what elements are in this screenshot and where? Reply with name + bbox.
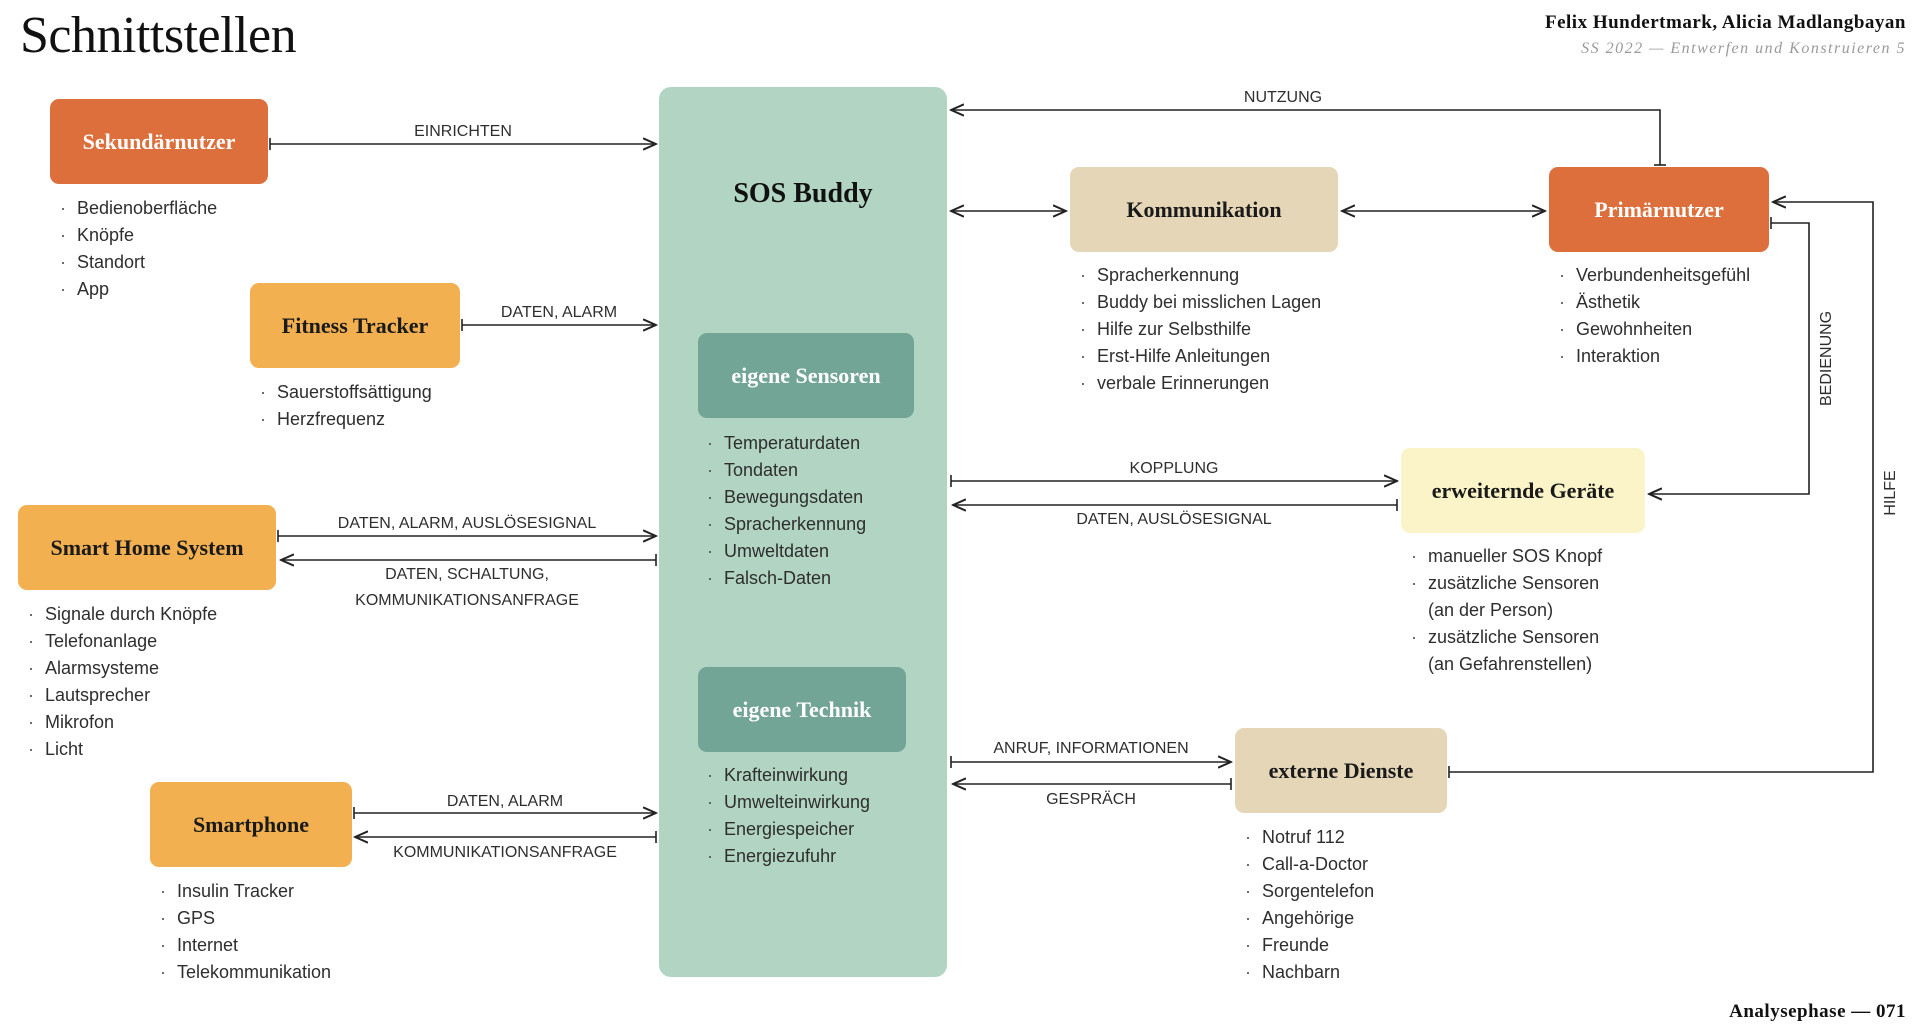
label-smarthome-in-2: KOMMUNIKATIONSANFRAGE <box>355 592 579 609</box>
list-item: Buddy bei misslichen Lagen <box>1080 289 1321 316</box>
list-item: Hilfe zur Selbsthilfe <box>1080 316 1321 343</box>
list-item: Insulin Tracker <box>160 878 331 905</box>
list-item: Knöpfe <box>60 222 217 249</box>
list-item: Angehörige <box>1245 905 1374 932</box>
list-item: zusätzliche Sensoren <box>1411 570 1602 597</box>
list-item: Herzfrequenz <box>260 406 432 433</box>
list-item: Falsch-Daten <box>707 565 866 592</box>
list-item: Nachbarn <box>1245 959 1374 986</box>
label-bedienung: BEDIENUNG <box>1818 310 1835 406</box>
smartphone-box: Smartphone <box>150 782 352 867</box>
list-item: Licht <box>28 736 217 763</box>
list-item: Telekommunikation <box>160 959 331 986</box>
sekundaernutzer-list: Bedienoberfläche Knöpfe Standort App <box>60 195 217 303</box>
smart-home-box: Smart Home System <box>18 505 276 590</box>
list-item: Energiezufuhr <box>707 843 870 870</box>
list-item: Interaktion <box>1559 343 1750 370</box>
list-item: Energiespeicher <box>707 816 870 843</box>
list-item: Verbundenheitsgefühl <box>1559 262 1750 289</box>
fitness-tracker-title: Fitness Tracker <box>281 312 429 338</box>
list-item: manueller SOS Knopf <box>1411 543 1602 570</box>
externe-dienste-title: externe Dienste <box>1268 757 1414 783</box>
list-item: Ästhetik <box>1559 289 1750 316</box>
sekundaernutzer-title: Sekundärnutzer <box>82 128 236 154</box>
eigene-technik-title: eigene Technik <box>732 696 872 722</box>
list-item: verbale Erinnerungen <box>1080 370 1321 397</box>
primaernutzer-title: Primärnutzer <box>1594 196 1724 222</box>
eigene-technik-box: eigene Technik <box>698 667 906 752</box>
fitness-tracker-box: Fitness Tracker <box>250 283 460 368</box>
kommunikation-box: Kommunikation <box>1070 167 1338 252</box>
list-item: Spracherkennung <box>1080 262 1321 289</box>
label-fitness-daten: DATEN, ALARM <box>500 304 618 321</box>
list-item: Umweltdaten <box>707 538 866 565</box>
externe-dienste-list: Notruf 112 Call-a-Doctor Sorgentelefon A… <box>1245 824 1374 986</box>
list-item: Standort <box>60 249 217 276</box>
smart-home-title: Smart Home System <box>50 534 244 560</box>
erweiternde-geraete-list: manueller SOS Knopf zusätzliche Sensoren… <box>1411 543 1602 678</box>
edge-nutzung <box>951 110 1661 165</box>
label-smarthome-out: DATEN, ALARM, AUSLÖSESIGNAL <box>337 515 597 532</box>
kommunikation-title: Kommunikation <box>1126 196 1282 222</box>
list-item: Call-a-Doctor <box>1245 851 1374 878</box>
label-anruf: ANRUF, INFORMATIONEN <box>993 740 1189 757</box>
course-info: SS 2022 — Entwerfen und Konstruieren 5 <box>1581 40 1906 57</box>
sekundaernutzer-box: Sekundärnutzer <box>50 99 268 184</box>
sos-buddy-title: SOS Buddy <box>733 178 873 209</box>
erweiternde-geraete-box: erweiternde Geräte <box>1401 448 1645 533</box>
edge-bedienung <box>1649 222 1810 494</box>
list-item: zusätzliche Sensoren <box>1411 624 1602 651</box>
erweiternde-geraete-title: erweiternde Geräte <box>1431 477 1615 503</box>
eigene-sensoren-box: eigene Sensoren <box>698 333 914 418</box>
label-gespraech: GESPRÄCH <box>1046 791 1136 808</box>
eigene-technik-list: Krafteinwirkung Umwelteinwirkung Energie… <box>707 762 870 870</box>
list-item: Umwelteinwirkung <box>707 789 870 816</box>
list-item: Internet <box>160 932 331 959</box>
authors: Felix Hundertmark, Alicia Madlangbayan <box>1544 12 1906 33</box>
kommunikation-list: Spracherkennung Buddy bei misslichen Lag… <box>1080 262 1321 397</box>
eigene-sensoren-title: eigene Sensoren <box>731 362 881 388</box>
page-footer: Analysephase — 071 <box>1729 1001 1906 1022</box>
list-item: Sorgentelefon <box>1245 878 1374 905</box>
list-item: Sauerstoffsättigung <box>260 379 432 406</box>
label-smartphone-in: KOMMUNIKATIONSANFRAGE <box>393 844 617 861</box>
label-einrichten: EINRICHTEN <box>414 123 512 140</box>
fitness-tracker-list: Sauerstoffsättigung Herzfrequenz <box>260 379 432 433</box>
list-item: GPS <box>160 905 331 932</box>
list-item: Alarmsysteme <box>28 655 217 682</box>
list-item: Freunde <box>1245 932 1374 959</box>
list-item: Spracherkennung <box>707 511 866 538</box>
list-item: Krafteinwirkung <box>707 762 870 789</box>
smart-home-list: Signale durch Knöpfe Telefonanlage Alarm… <box>28 601 217 763</box>
label-smartphone-out: DATEN, ALARM <box>446 793 564 810</box>
list-item: Bedienoberfläche <box>60 195 217 222</box>
label-geraete-in: DATEN, AUSLÖSESIGNAL <box>1076 511 1272 528</box>
list-item: Tondaten <box>707 457 866 484</box>
list-item: Notruf 112 <box>1245 824 1374 851</box>
list-item: (an Gefahrenstellen) <box>1428 654 1593 674</box>
smartphone-list: Insulin Tracker GPS Internet Telekommuni… <box>160 878 331 986</box>
smartphone-title: Smartphone <box>192 811 310 837</box>
label-nutzung: NUTZUNG <box>1243 89 1323 106</box>
list-item: Erst-Hilfe Anleitungen <box>1080 343 1321 370</box>
externe-dienste-box: externe Dienste <box>1235 728 1447 813</box>
primaernutzer-list: Verbundenheitsgefühl Ästhetik Gewohnheit… <box>1559 262 1750 370</box>
list-item: Telefonanlage <box>28 628 217 655</box>
primaernutzer-box: Primärnutzer <box>1549 167 1769 252</box>
list-item: Bewegungsdaten <box>707 484 866 511</box>
list-item: Lautsprecher <box>28 682 217 709</box>
label-kopplung: KOPPLUNG <box>1129 460 1219 477</box>
list-item: Gewohnheiten <box>1559 316 1750 343</box>
list-item: (an der Person) <box>1428 600 1554 620</box>
edge-hilfe <box>1449 202 1874 773</box>
list-item: Mikrofon <box>28 709 217 736</box>
list-item: Temperaturdaten <box>707 430 866 457</box>
eigene-sensoren-list: Temperaturdaten Tondaten Bewegungsdaten … <box>707 430 866 592</box>
list-item: Signale durch Knöpfe <box>28 601 217 628</box>
label-smarthome-in-1: DATEN, SCHALTUNG, <box>385 566 549 583</box>
page-title: Schnittstellen <box>20 7 297 64</box>
list-item: App <box>60 276 217 303</box>
label-hilfe: HILFE <box>1882 470 1899 516</box>
